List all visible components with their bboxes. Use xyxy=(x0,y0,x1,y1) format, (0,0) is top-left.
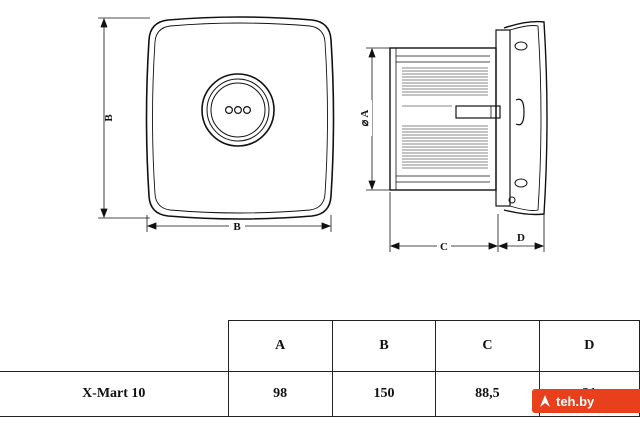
flange-label: D xyxy=(517,232,525,244)
button-profile xyxy=(515,98,525,126)
value-b: 150 xyxy=(331,371,437,417)
table-header-row: A B C D xyxy=(0,320,640,372)
button-mid-ring xyxy=(206,78,270,142)
diameter-label: ⌀ A xyxy=(359,110,371,127)
button-outer-ring xyxy=(201,73,275,147)
watermark-badge: teh.by xyxy=(532,389,640,413)
depth-dimension xyxy=(389,192,499,252)
model-name: X-Mart 10 xyxy=(0,371,229,417)
front-cover-profile xyxy=(503,20,548,216)
header-a: A xyxy=(227,320,333,372)
header-c: C xyxy=(435,320,540,372)
height-dimension xyxy=(98,17,150,219)
cover-clip-bottom xyxy=(514,178,528,188)
fan-technical-drawing: B B xyxy=(98,16,548,253)
header-d: D xyxy=(538,320,640,372)
depth-label: C xyxy=(440,241,448,253)
height-label: B xyxy=(103,114,115,122)
hatched-slots xyxy=(402,67,488,169)
front-panel-inner xyxy=(152,22,328,214)
flange-dimension xyxy=(497,214,545,252)
front-panel-outline xyxy=(145,16,335,220)
width-label: B xyxy=(233,221,241,233)
motor-shaft xyxy=(455,105,501,119)
header-b: B xyxy=(331,320,437,372)
screw-icon xyxy=(508,196,516,204)
side-view xyxy=(389,20,548,216)
value-c: 88,5 xyxy=(435,371,540,417)
button-inner-ring xyxy=(210,82,266,138)
cover-clip-top xyxy=(514,41,528,51)
bird-icon xyxy=(540,395,550,407)
value-a: 98 xyxy=(227,371,333,417)
mounting-plate xyxy=(495,29,511,207)
watermark-text: teh.by xyxy=(556,393,595,409)
front-view xyxy=(145,16,335,220)
motor-cylinder xyxy=(389,47,497,191)
three-dots-icon xyxy=(225,105,252,114)
cylinder-ribs xyxy=(396,55,490,183)
